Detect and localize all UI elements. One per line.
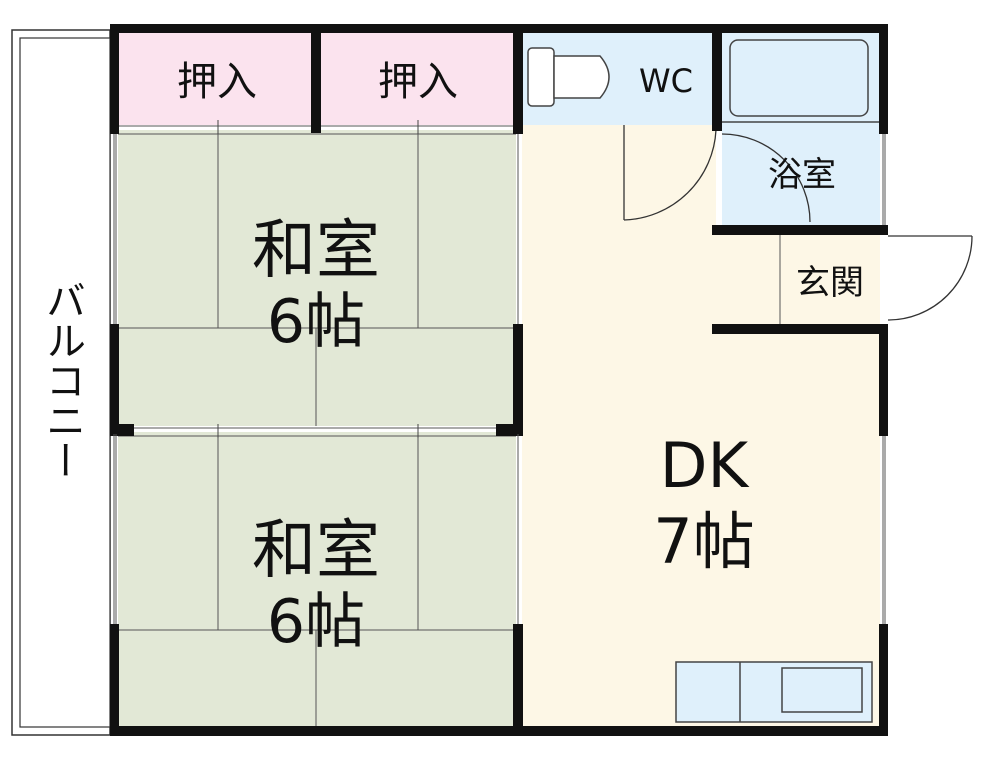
washitsu-lower-size: 6帖 [267, 587, 365, 657]
door-swings [623, 125, 973, 321]
walls [110, 24, 888, 736]
toilet-fixture [527, 47, 610, 107]
bath-label: 浴室 [768, 155, 836, 195]
tatami-lines-lower [118, 427, 516, 726]
dk-name: DK [660, 429, 750, 502]
entrance-label: 玄関 [796, 263, 864, 303]
washitsu-lower-floor [118, 432, 516, 726]
kitchen-counter [675, 661, 873, 723]
washitsu-lower-name: 和室 [252, 514, 380, 588]
washitsu-upper-floor [118, 130, 516, 426]
window-lines [113, 134, 886, 624]
bathtub-fixture [722, 39, 880, 123]
washitsu-upper-size: 6帖 [267, 287, 365, 357]
dk-size: 7帖 [653, 505, 754, 578]
wc-label: WC [639, 62, 693, 100]
balcony [11, 29, 111, 736]
balcony-label: バルコニー [39, 280, 85, 480]
sliding-door-ticks [217, 120, 419, 438]
entrance-floor [778, 232, 880, 327]
closet-right-floor [320, 33, 516, 125]
closet-right-label: 押入 [378, 59, 458, 105]
closet-left-label: 押入 [177, 59, 257, 105]
washitsu-upper-name: 和室 [252, 214, 380, 288]
closet-left-floor [118, 33, 316, 125]
bath-floor [722, 33, 880, 225]
